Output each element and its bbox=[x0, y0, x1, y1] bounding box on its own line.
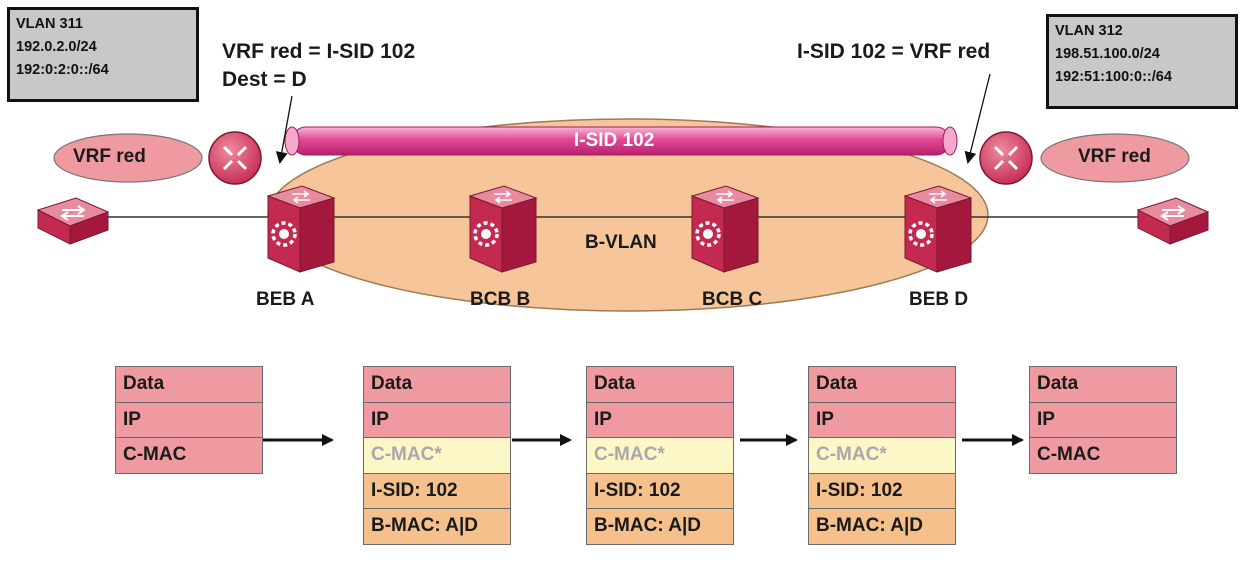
vlan-right-line-1: VLAN 312 bbox=[1055, 23, 1123, 39]
frame-header-cell: C-MAC* bbox=[363, 437, 511, 474]
node-label-beb-d: BEB D bbox=[909, 289, 969, 310]
frame-header-cell: Data bbox=[115, 366, 263, 403]
node-label-beb-a: BEB A bbox=[256, 289, 315, 310]
isid-tunnel-label: I-SID 102 bbox=[574, 130, 655, 151]
vrf-router-right-icon bbox=[979, 131, 1033, 185]
frame-header-cell: IP bbox=[363, 401, 511, 439]
vrf-red-left-label: VRF red bbox=[73, 146, 146, 167]
switch-beb-a-icon bbox=[266, 185, 336, 273]
frame-header-cell: IP bbox=[1029, 401, 1177, 439]
vrf-red-right-bubble bbox=[1040, 133, 1190, 183]
callout-left-line-2: Dest = D bbox=[222, 68, 307, 91]
vrf-red-right-label: VRF red bbox=[1078, 146, 1151, 167]
callout-pointer-right bbox=[964, 73, 991, 164]
frame-header-cell: IP bbox=[586, 401, 734, 439]
vlan-312-box: VLAN 312 198.51.100.0/24 192:51:100:0::/… bbox=[1046, 14, 1238, 109]
vlan-left-line-3: 192:0:2:0::/64 bbox=[16, 62, 109, 78]
vlan-left-line-1: VLAN 311 bbox=[16, 16, 83, 32]
callout-right: I-SID 102 = VRF red bbox=[797, 40, 991, 63]
frame-header-cell: C-MAC* bbox=[808, 437, 956, 474]
vlan-311-box: VLAN 311 192.0.2.0/24 192:0:2:0::/64 bbox=[7, 7, 199, 102]
vlan-right-line-2: 198.51.100.0/24 bbox=[1055, 46, 1160, 62]
callout-left-line-1: VRF red = I-SID 102 bbox=[222, 40, 416, 63]
frame-header-cell: IP bbox=[115, 401, 263, 439]
frame-header-cell: C-MAC* bbox=[586, 437, 734, 474]
switch-beb-d-icon bbox=[903, 185, 973, 273]
frame-header-cell: B-MAC: A|D bbox=[808, 508, 956, 545]
frame-header-cell: B-MAC: A|D bbox=[363, 508, 511, 545]
frame-header-cell: C-MAC bbox=[1029, 437, 1177, 474]
frame-header-cell: Data bbox=[363, 366, 511, 403]
vrf-router-left-icon bbox=[208, 131, 262, 185]
edge-switch-left-icon bbox=[36, 197, 110, 245]
edge-switch-right-icon bbox=[1136, 197, 1210, 245]
bvlan-label: B-VLAN bbox=[585, 232, 657, 253]
callout-pointer-left bbox=[275, 95, 293, 164]
switch-bcb-c-icon bbox=[690, 185, 760, 273]
node-label-bcb-b: BCB B bbox=[470, 289, 531, 310]
frame-header-cell: I-SID: 102 bbox=[808, 472, 956, 510]
frame-header-cell: IP bbox=[808, 401, 956, 439]
vrf-red-left-bubble bbox=[53, 133, 203, 183]
frame-header-cell: Data bbox=[1029, 366, 1177, 403]
frame-header-cell: Data bbox=[586, 366, 734, 403]
switch-bcb-b-icon bbox=[468, 185, 538, 273]
frame-header-cell: Data bbox=[808, 366, 956, 403]
node-label-bcb-c: BCB C bbox=[702, 289, 763, 310]
frame-header-cell: I-SID: 102 bbox=[363, 472, 511, 510]
vlan-right-line-3: 192:51:100:0::/64 bbox=[1055, 69, 1172, 85]
frame-header-cell: I-SID: 102 bbox=[586, 472, 734, 510]
isid-tunnel bbox=[284, 126, 958, 156]
frame-header-cell: C-MAC bbox=[115, 437, 263, 474]
vlan-left-line-2: 192.0.2.0/24 bbox=[16, 39, 97, 55]
frame-header-cell: B-MAC: A|D bbox=[586, 508, 734, 545]
